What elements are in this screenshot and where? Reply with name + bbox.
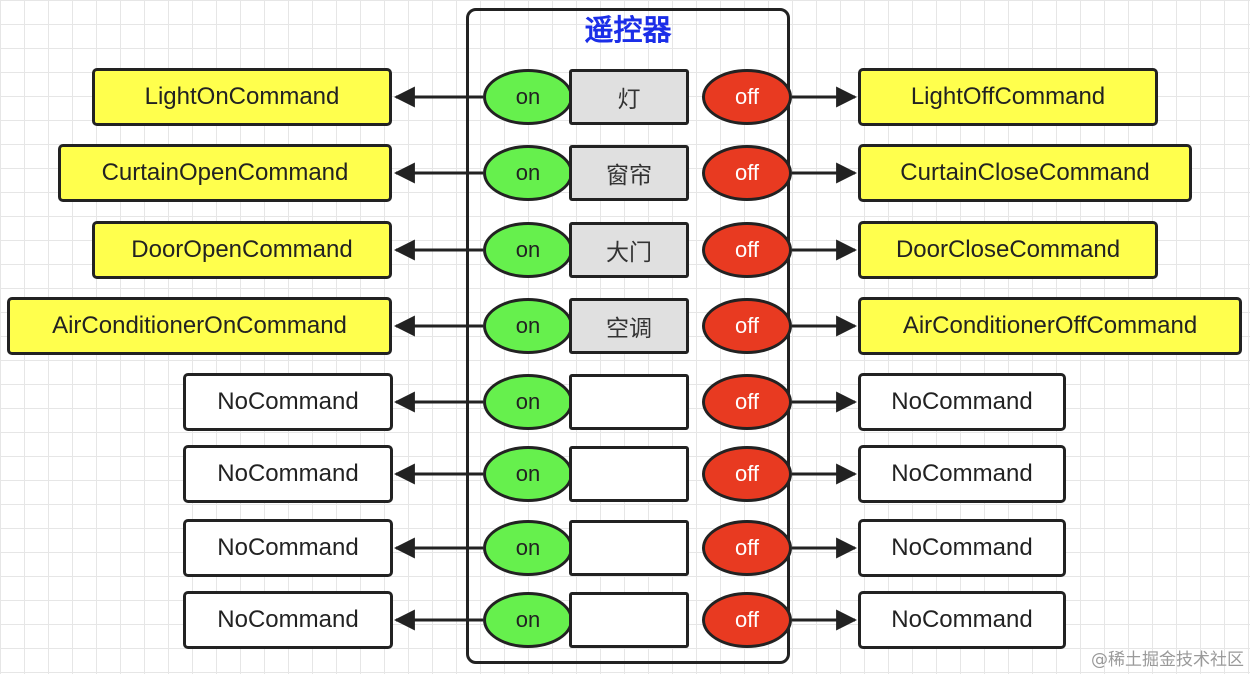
off-command-box: AirConditionerOffCommand bbox=[858, 297, 1242, 355]
on-command-box: NoCommand bbox=[183, 373, 393, 431]
on-button[interactable]: on bbox=[483, 374, 573, 430]
off-command-box: NoCommand bbox=[858, 445, 1066, 503]
on-command-box: NoCommand bbox=[183, 591, 393, 649]
on-button[interactable]: on bbox=[483, 69, 573, 125]
on-command-box: CurtainOpenCommand bbox=[58, 144, 392, 202]
slot-label: 灯 bbox=[569, 69, 689, 125]
off-command-box: NoCommand bbox=[858, 373, 1066, 431]
on-command-box: NoCommand bbox=[183, 445, 393, 503]
off-command-box: NoCommand bbox=[858, 591, 1066, 649]
on-button[interactable]: on bbox=[483, 446, 573, 502]
off-button[interactable]: off bbox=[702, 592, 792, 648]
remote-title: 遥控器 bbox=[584, 13, 672, 47]
off-button[interactable]: off bbox=[702, 222, 792, 278]
on-command-box: AirConditionerOnCommand bbox=[7, 297, 392, 355]
slot-label: 空调 bbox=[569, 298, 689, 354]
slot-label: 大门 bbox=[569, 222, 689, 278]
slot-label bbox=[569, 592, 689, 648]
on-button[interactable]: on bbox=[483, 298, 573, 354]
off-button[interactable]: off bbox=[702, 446, 792, 502]
slot-label bbox=[569, 374, 689, 430]
off-button[interactable]: off bbox=[702, 145, 792, 201]
watermark: @稀土掘金技术社区 bbox=[1091, 650, 1244, 670]
off-command-box: DoorCloseCommand bbox=[858, 221, 1158, 279]
off-button[interactable]: off bbox=[702, 520, 792, 576]
on-command-box: NoCommand bbox=[183, 519, 393, 577]
off-button[interactable]: off bbox=[702, 374, 792, 430]
off-button[interactable]: off bbox=[702, 69, 792, 125]
off-command-box: NoCommand bbox=[858, 519, 1066, 577]
on-button[interactable]: on bbox=[483, 592, 573, 648]
off-command-box: LightOffCommand bbox=[858, 68, 1158, 126]
slot-label bbox=[569, 520, 689, 576]
on-button[interactable]: on bbox=[483, 145, 573, 201]
on-command-box: DoorOpenCommand bbox=[92, 221, 392, 279]
off-button[interactable]: off bbox=[702, 298, 792, 354]
slot-label: 窗帘 bbox=[569, 145, 689, 201]
on-button[interactable]: on bbox=[483, 222, 573, 278]
slot-label bbox=[569, 446, 689, 502]
on-button[interactable]: on bbox=[483, 520, 573, 576]
off-command-box: CurtainCloseCommand bbox=[858, 144, 1192, 202]
on-command-box: LightOnCommand bbox=[92, 68, 392, 126]
